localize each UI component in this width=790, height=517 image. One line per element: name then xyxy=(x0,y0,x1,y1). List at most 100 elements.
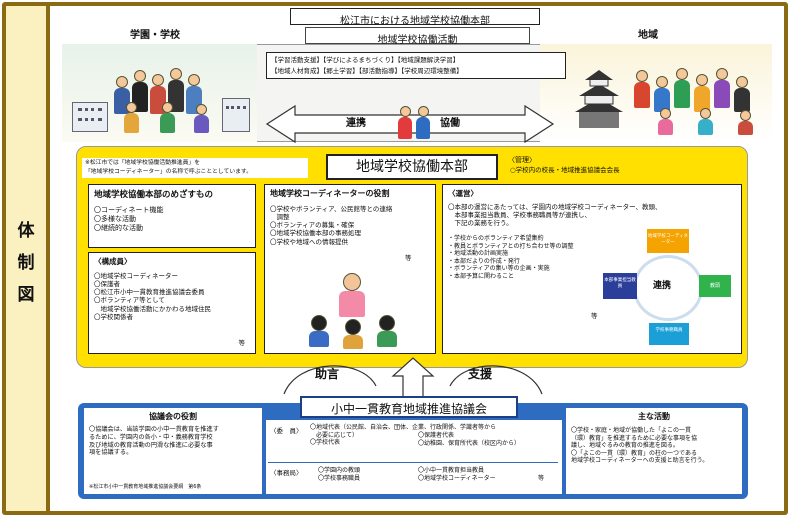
members-divider xyxy=(268,462,558,463)
arrow-label-left: 連携 xyxy=(346,118,366,129)
school-building-icon xyxy=(72,102,108,132)
unei-intro: 下記の業務を行う。 xyxy=(448,219,513,228)
coordinator-tail: 等 xyxy=(405,254,412,262)
kyougikai-title-box: 小中一貫教育地域推進協議会 xyxy=(300,396,518,418)
yakuwari-footnote: ※松江市小中一貫教育地域推進協議会要綱 第6条 xyxy=(89,484,202,491)
honbu-title-box: 地域学校協働本部 xyxy=(326,154,498,180)
diagram-title: 松江市における地域学校協働本部 xyxy=(340,16,490,27)
yakuwari-title: 協議会の役割 xyxy=(149,412,197,421)
activities-row-2: 【地域人材育成】【郷土学習】【部活動指導】【学校周辺環境整備】 xyxy=(271,67,463,75)
members-box: 〈委 員〉 〇地域代表（公民館、自治会、団体、企業、行政関係、学識者等から 必要… xyxy=(266,420,562,494)
yakuwari-line: 〇協議会は、当該学園の小中一貫教育を推進す xyxy=(89,426,219,433)
cycle-node-tantou: 本部事業担当教員 xyxy=(603,273,637,299)
unei-intro: 〇本部の運営にあたっては、学園内の地域学校コーディネーター、教頭、 xyxy=(448,203,662,211)
side-label-2: 制 xyxy=(17,253,35,273)
coordinator-item: 〇地域学校協働本部の事務処理 xyxy=(270,229,361,238)
jimu-tail: 等 xyxy=(538,475,545,482)
cycle-ring xyxy=(633,255,703,321)
honbu-note: ※松江市では「地域学校協働活動推進員」を 「地域学校コーディネーター」の名称で呼… xyxy=(82,158,308,178)
main-activity-line: 議し、地域ぐるみの教育の推進を図る。 xyxy=(571,442,679,449)
kanri-label: 〈管理〉 xyxy=(508,156,536,164)
mezasu-item: 〇継続的な活動 xyxy=(94,223,143,232)
side-label-3: 図 xyxy=(17,285,35,305)
mezasu-title: 地域学校協働本部のめざすもの xyxy=(94,190,214,200)
unei-item: ・学校からのボランティア希望集約 xyxy=(448,235,544,243)
side-column: 体 制 図 xyxy=(6,6,46,511)
main-activity-box: 主な活動 〇学校・家庭・地域が協働した「よこの一貫 （環）教育」を推進するために… xyxy=(566,408,742,494)
coordinator-item: 〇学校や地域への情報提供 xyxy=(270,237,348,246)
honbu-note-2: 「地域学校コーディネーター」の名称で呼ぶこととしています。 xyxy=(85,169,252,175)
jimu-label: 〈事務局〉 xyxy=(270,469,303,477)
kyougikai-title: 小中一貫教育地域推進協議会 xyxy=(330,402,487,416)
unei-box: 〈運営〉 〇本部の運営にあたっては、学園内の地域学校コーディネーター、教頭、 本… xyxy=(442,184,742,354)
unei-title: 〈運営〉 xyxy=(448,189,478,198)
main-diagram: 松江市における地域学校協働本部 学園・学校 地域学校協働活動 地域 【学習活動支… xyxy=(50,6,784,511)
main-activity-title: 主な活動 xyxy=(638,412,670,421)
two-children-icon xyxy=(396,104,436,148)
mezasu-box: 地域学校協働本部のめざすもの 〇コーディネート機能 〇多様な活動 〇継続的な活動 xyxy=(88,184,256,248)
iin-item-2: 〇幼稚園、保育所代表（校区内から） xyxy=(418,439,521,447)
kousei-tail: 等 xyxy=(238,338,246,347)
side-label-1: 体 xyxy=(17,221,35,241)
coordinator-item: 〇ボランティアの募集・確保 xyxy=(270,221,355,230)
main-activity-line: 地域学校コーディネーターへの支援と助言を行う。 xyxy=(571,457,709,464)
jimu-item: 〇学園内の教頭 xyxy=(318,467,361,474)
iin-item: 〇地域代表（公民館、自治会、団体、企業、行政関係、学識者等から xyxy=(310,424,497,431)
jimu-item: 〇学校事務職員 xyxy=(318,474,361,482)
yakuwari-line: 項を協議する。 xyxy=(89,449,133,457)
unei-tail: 等 xyxy=(591,312,598,320)
flow-label-left: 助言 xyxy=(315,367,340,381)
activities-box: 【学習活動支援】【学びによるまちづくり】【地域課題解決学習】 【地域人材育成】【… xyxy=(266,52,566,79)
coordinator-item: 〇学校やボランティア、公民館等との連絡 xyxy=(270,205,393,213)
activity-title-box: 地域学校協働活動 xyxy=(305,27,530,46)
unei-item: ・教員とボランティアとの打ち合わせ等の調整 xyxy=(448,242,574,250)
main-activity-line: 〇学校・家庭・地域が協働した「よこの一貫 xyxy=(571,427,692,434)
school-label: 学園・学校 xyxy=(130,30,180,41)
kousei-item: 〇ボランティア等として xyxy=(94,296,165,305)
window-row-2 xyxy=(78,118,102,121)
main-activity-line: （環）教育」を推進するために必要な事項を協 xyxy=(571,434,698,442)
unei-item: ・ボランティアの集い等の企画・実施 xyxy=(448,265,550,273)
cycle-diagram: 連携 地域学校コーディネーター 教頭 学校事務職員 本部事業担当教員 xyxy=(603,229,733,347)
iin-item: 〇学校代表 xyxy=(310,439,341,446)
activities-row-1: 【学習活動支援】【学びによるまちづくり】【地域課題解決学習】 xyxy=(271,56,460,64)
unei-item: ・本部だよりの作成・発行 xyxy=(448,257,520,265)
coordinator-box: 地域学校コーディネーターの役割 〇学校やボランティア、公民館等との連絡 調整 〇… xyxy=(264,184,436,354)
iin-label: 〈委 員〉 xyxy=(270,427,303,435)
mezasu-item: 〇コーディネート機能 xyxy=(94,206,164,214)
unei-item: ・本部予算に関わること xyxy=(448,272,515,280)
teacher-icon xyxy=(305,271,401,349)
unei-intro: 本部事業担当教員、学校事務職員等が連携し、 xyxy=(448,211,592,220)
kanri-text: ○学校内の校長・地域推進協議会会長 xyxy=(510,166,620,174)
kousei-item: 〇学校関係者 xyxy=(94,312,133,321)
kousei-item: 〇松江市小中一貫教育推進協議会委員 xyxy=(94,288,205,297)
people-group-icon xyxy=(112,66,217,138)
iin-item-2: 〇保護者代表 xyxy=(418,432,455,439)
jimu-item-2: 〇地域学校コーディネーター xyxy=(418,474,496,482)
kousei-title: 〈構成員〉 xyxy=(94,257,132,266)
activity-title: 地域学校協働活動 xyxy=(377,35,458,46)
honbu-title: 地域学校協働本部 xyxy=(356,159,468,175)
honbu-note-1: ※松江市では「地域学校協働活動推進員」を xyxy=(85,160,200,166)
arrow-label-right: 協働 xyxy=(440,118,460,129)
cycle-node-jimu: 学校事務職員 xyxy=(649,323,689,345)
yakuwari-line: るために、学園内の各小・中・義務教育学校 xyxy=(89,433,213,441)
flow-label-right: 支援 xyxy=(468,367,493,381)
cycle-node-coordinator: 地域学校コーディネーター xyxy=(647,229,689,253)
cycle-center: 連携 xyxy=(653,281,672,291)
yakuwari-box: 協議会の役割 〇協議会は、当該学園の小中一貫教育を推進す るために、学園内の各小… xyxy=(84,408,262,494)
main-activity-line: 〇「よこの一貫（環）教育」の柱の一つである xyxy=(571,449,697,457)
kousei-item: 地域学校協働活動にかかわる地域住民 xyxy=(94,304,212,313)
cycle-node-kyoutou: 教頭 xyxy=(699,275,731,297)
kousei-box: 〈構成員〉 〇地域学校コーディネーター 〇保護者 〇松江市小中一貫教育推進協議会… xyxy=(88,252,256,354)
kousei-item: 〇保護者 xyxy=(94,280,120,289)
unei-item: ・地域活動の計画実施 xyxy=(448,250,509,258)
coordinator-title: 地域学校コーディネーターの役割 xyxy=(270,189,390,198)
yakuwari-line: 及び地域の教育活動の円滑な推進に必要な事 xyxy=(89,441,213,449)
kousei-item: 〇地域学校コーディネーター xyxy=(94,272,179,280)
window-row-3 xyxy=(226,106,246,109)
community-people-icon xyxy=(630,66,768,138)
school-building-icon-2 xyxy=(222,98,250,132)
diagram-title-box: 松江市における地域学校協働本部 xyxy=(290,8,540,27)
coordinator-item: 調整 xyxy=(270,213,290,222)
